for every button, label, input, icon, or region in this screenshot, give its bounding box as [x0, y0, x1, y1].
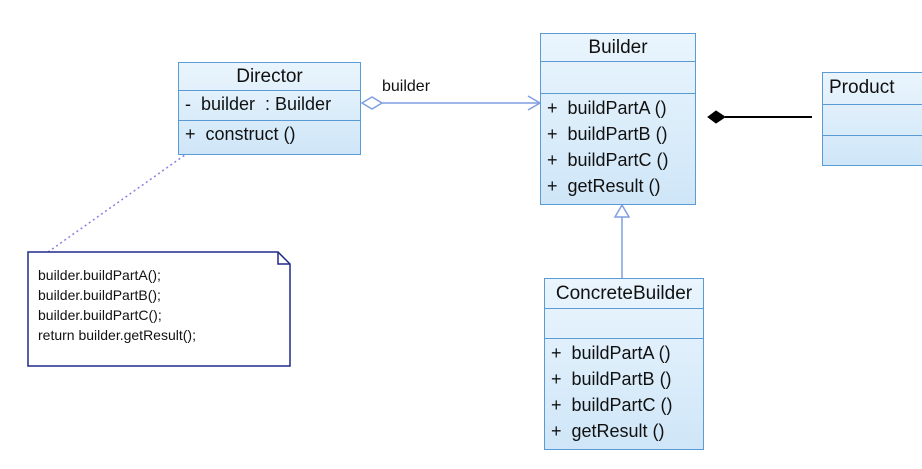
note-outline [27, 251, 291, 367]
generalization-triangle [613, 203, 631, 218]
director-operations: + construct () [179, 121, 360, 154]
note-line: builder.buildPartB(); [38, 287, 161, 303]
builder-operation-buildparta: + buildPartA () [547, 98, 667, 118]
product-operations [823, 136, 922, 165]
note-line: builder.buildPartA(); [38, 267, 161, 283]
product-class-name: Product [823, 73, 922, 105]
director-attribute-builder: - builder : Builder [185, 94, 332, 114]
product-class[interactable]: Product [822, 72, 922, 166]
note-text: builder.buildPartA(); builder.buildPartB(… [38, 265, 196, 345]
note-anchor-line [47, 149, 193, 253]
director-class[interactable]: Director - builder : Builder + construct… [178, 62, 361, 155]
builder-operation-buildpartc: + buildPartC () [547, 150, 669, 170]
builder-operation-getresult: + getResult () [547, 176, 661, 196]
note-fold [277, 252, 290, 265]
builder-class-name: Builder [541, 34, 695, 62]
builder-attributes [541, 62, 695, 94]
builder-class[interactable]: Builder + buildPartA () + buildPartB () … [540, 33, 696, 205]
concrete-builder-operation-buildparta: + buildPartA () [551, 343, 671, 363]
director-class-name: Director [179, 63, 360, 91]
concrete-builder-class-name: ConcreteBuilder [545, 279, 703, 309]
concrete-builder-operation-buildpartb: + buildPartB () [551, 369, 672, 389]
note-line: builder.buildPartC(); [38, 307, 162, 323]
builder-operation-buildpartb: + buildPartB () [547, 124, 668, 144]
director-operation-construct: + construct () [185, 124, 296, 144]
product-attributes [823, 105, 922, 136]
concrete-builder-attributes [545, 309, 703, 339]
aggregation-diamond [360, 96, 384, 110]
note: builder.buildPartA(); builder.buildPartB(… [28, 252, 290, 366]
builder-operations: + buildPartA () + buildPartB () + buildP… [541, 94, 695, 199]
director-attributes: - builder : Builder [179, 91, 360, 121]
composition-diamond [707, 110, 726, 124]
concrete-builder-operation-buildpartc: + buildPartC () [551, 395, 673, 415]
association-label: builder [382, 78, 431, 95]
note-line: return builder.getResult(); [38, 327, 196, 343]
concrete-builder-operations: + buildPartA () + buildPartB () + buildP… [545, 339, 703, 444]
concrete-builder-operation-getresult: + getResult () [551, 421, 665, 441]
concrete-builder-class[interactable]: ConcreteBuilder + buildPartA () + buildP… [544, 278, 704, 450]
